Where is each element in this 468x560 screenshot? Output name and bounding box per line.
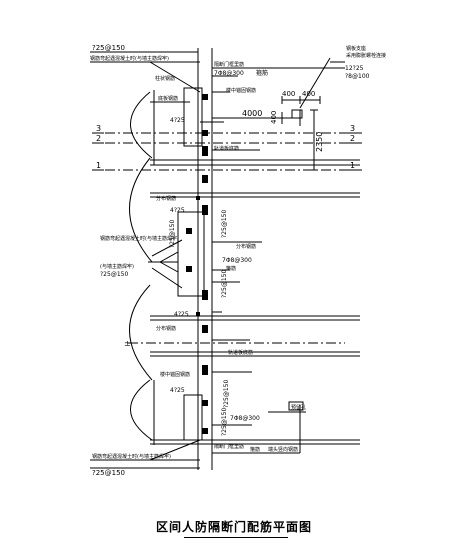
stirrup-mid: 7Φ8@300 (222, 257, 252, 264)
rebar-v2: ?25@150 (221, 210, 228, 238)
wall-rebar-2: 4?25 (170, 207, 185, 214)
dist-rebar-a: 分布钢筋 (156, 195, 176, 202)
grid-3-right: 3 (350, 124, 355, 133)
door-bar-label: 底板钢筋 (158, 95, 178, 102)
dim-400-a: 400 (282, 90, 295, 98)
rebar-v5: ?25@150 (221, 408, 228, 436)
dim-4000: 4000 (242, 109, 262, 118)
title-underline (184, 537, 288, 538)
stirrup-top-label: 7Φ8@300 (214, 70, 244, 77)
dist-rebar-b: 分布钢筋 (236, 243, 256, 250)
center-note: 钢筋弯起遇混凝土时(与墙主筋焊牢) (100, 235, 179, 242)
drawing-title: 区间人防隔断门配筋平面图 (155, 520, 312, 534)
door-frame-bot (183, 394, 203, 441)
center-note-sub: (与墙主筋焊牢) (100, 263, 134, 270)
grid-1-left: 1 (96, 161, 101, 170)
rebar-v3: ?25@150 (221, 270, 228, 298)
stirrup-bot: 7Φ8@300 (230, 415, 260, 422)
door-frame-label: 柱状钢筋 (155, 75, 175, 82)
door-frame-bot-label: 隔断门框里筋 (214, 443, 244, 450)
stirrup-bot-word: 箍筋 (250, 446, 260, 453)
dist-rebar-c: 分布钢筋 (156, 325, 176, 332)
anchor-note-1: 钢板支座 (346, 45, 366, 52)
side-mark: ± (124, 339, 131, 348)
dim-2350: 2350 (315, 132, 324, 152)
wall-rebar-4: 4?25 (170, 387, 185, 394)
center-note-b: ?25@150 (100, 271, 128, 278)
stirrup-top-word: 箍筋 (256, 69, 268, 77)
rebar-bot-note: 钢筋弯起遇混凝土时(与墙主筋焊牢) (92, 453, 171, 460)
anchor-rebar-1: 12?25 (345, 65, 364, 72)
tunnel-arc-4 (130, 379, 153, 441)
lower-bar-label: 楼中锚固钢筋 (160, 371, 190, 378)
tunnel-arc-3 (129, 284, 153, 381)
rebar-marks (186, 94, 208, 434)
dim-400-b: 400 (302, 90, 315, 98)
tunnel-arc-1 (130, 91, 153, 159)
box-marker (288, 401, 304, 411)
wall-rebar-3: 4?25 (174, 311, 189, 318)
box-label: 预留孔 (291, 404, 306, 411)
anchor-plate-marker (291, 109, 303, 119)
door-frame-top (183, 87, 203, 147)
wall-rebar-1: 4?25 (170, 117, 185, 124)
stirrup-mid-word: 箍筋 (226, 265, 236, 272)
rebar-top-label: ?25@150 (92, 44, 125, 52)
end-note: 端头竖向钢筋 (268, 446, 298, 453)
stirrup-note: 楼中锚固钢筋 (226, 87, 256, 94)
tunnel-arc-2 (129, 157, 153, 263)
anchor-rebar-2: ?8@100 (345, 73, 370, 80)
rebar-v4: ?25@150 (223, 380, 230, 408)
grid-2-right: 2 (350, 134, 355, 143)
grid-1-right: 1 (350, 161, 355, 170)
rail-ref-top: 轨道板底筋 (214, 145, 239, 152)
rail-ref-low: 轨道板底筋 (228, 349, 253, 356)
grid-2-left: 2 (96, 134, 101, 143)
rebar-bot-label: ?25@150 (92, 469, 125, 477)
rebar-top-note: 钢筋弯起遇混凝土时(与墙主筋焊牢) (90, 55, 169, 62)
rebar-v1: ?25@150 (169, 220, 176, 248)
door-frame-mid (177, 211, 205, 297)
grid-3-left: 3 (96, 124, 101, 133)
door-frame-top-label: 隔断门框里筋 (214, 61, 244, 68)
dim-400-v: 400 (270, 111, 278, 124)
anchor-note-2: 采用膨胀螺栓连接 (346, 52, 386, 59)
